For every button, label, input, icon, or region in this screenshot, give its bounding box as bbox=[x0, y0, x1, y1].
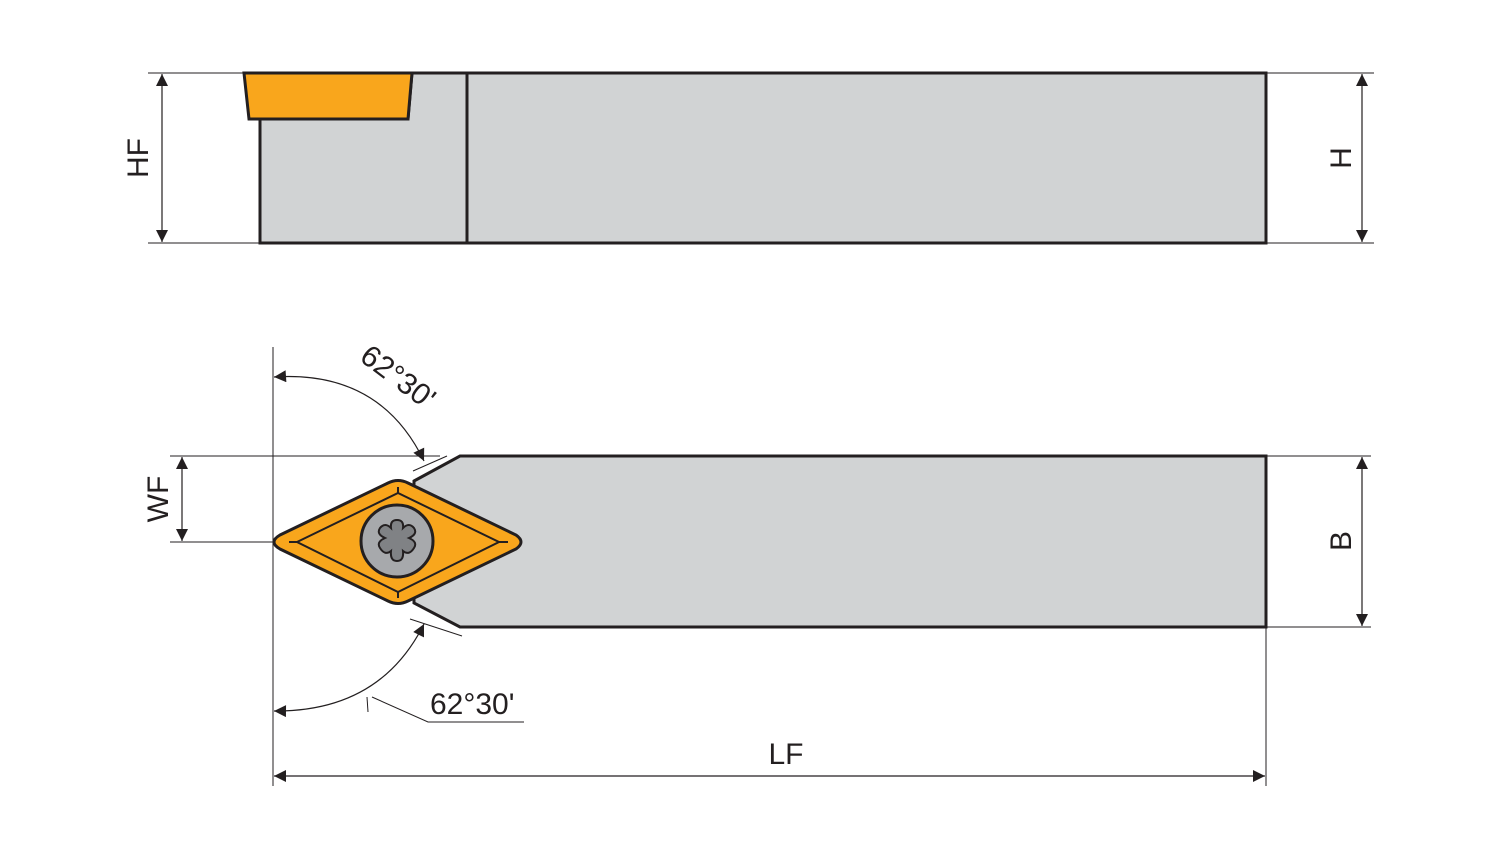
h-label: H bbox=[1325, 147, 1358, 169]
angle-lower-label: 62°30' bbox=[430, 688, 514, 721]
b-label: B bbox=[1325, 531, 1358, 551]
angle-lower-dimension: 62°30' bbox=[273, 618, 524, 723]
torx-icon bbox=[377, 518, 417, 563]
h-dimension: H bbox=[1266, 72, 1374, 244]
angle-upper-dimension: 62°30' bbox=[273, 339, 448, 472]
wf-label: WF bbox=[142, 476, 175, 523]
lf-dimension: LF bbox=[274, 627, 1267, 786]
top-view: WF B LF 62°30' 62°30' bbox=[142, 339, 1371, 786]
lf-label: LF bbox=[768, 738, 803, 771]
angle-upper-label: 62°30' bbox=[354, 339, 441, 416]
hf-dimension: HF bbox=[122, 72, 260, 244]
shank-top bbox=[412, 454, 1268, 629]
side-view: HF H bbox=[122, 71, 1374, 245]
b-dimension: B bbox=[1266, 455, 1371, 628]
insert-side bbox=[242, 71, 414, 121]
hf-label: HF bbox=[122, 138, 155, 178]
